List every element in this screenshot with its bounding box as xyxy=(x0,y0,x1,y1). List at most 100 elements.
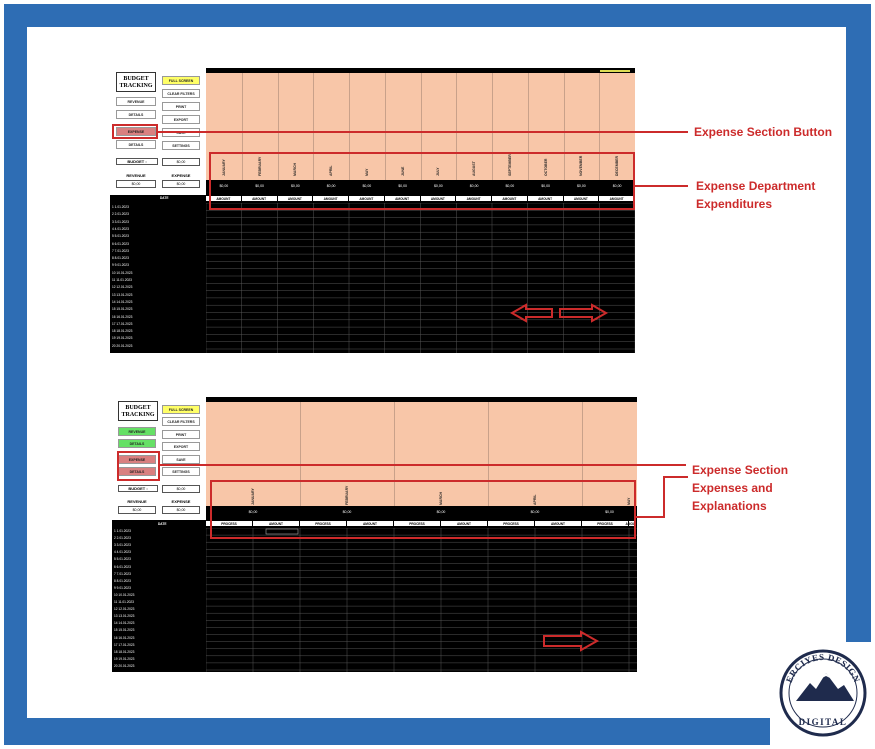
callout-line-departments xyxy=(635,185,688,187)
amount-filter-header[interactable]: AMOUNT xyxy=(563,196,600,201)
expense-label: EXPENSE xyxy=(171,499,191,504)
svg-text:DIGITAL: DIGITAL xyxy=(799,717,848,727)
month-divider xyxy=(563,73,565,180)
amount-filter-header[interactable]: AMOUNT xyxy=(384,196,421,201)
date-column-header: DATE xyxy=(158,522,167,526)
process-filter-header[interactable]: PROCESS xyxy=(488,521,535,526)
scroll-right-arrow-icon xyxy=(543,630,600,652)
date-row: 5 5.01.2023 xyxy=(114,557,131,562)
month-divider xyxy=(277,73,279,180)
revenue-button[interactable]: REVENUE xyxy=(116,97,156,106)
amount-filter-header[interactable]: AMOUNT xyxy=(347,521,394,526)
callout-bracket-bottom xyxy=(636,516,665,518)
month-total: $0,00 xyxy=(436,510,446,514)
date-row: 19 19.01.2023 xyxy=(112,336,133,341)
settings-button[interactable]: SETTINGS xyxy=(162,467,200,476)
date-row: 19 19.01.2023 xyxy=(114,656,135,661)
process-filter-header[interactable]: PROCESS xyxy=(206,521,253,526)
amount-filter-header[interactable]: AMOUNT xyxy=(625,521,637,526)
scrollbar[interactable] xyxy=(600,70,630,72)
export-button[interactable]: EXPORT xyxy=(162,442,200,451)
callout-bracket-top xyxy=(663,476,688,478)
data-grid[interactable] xyxy=(206,528,637,672)
process-filter-header[interactable]: PROCESS xyxy=(394,521,441,526)
process-filter-header[interactable]: PROCESS xyxy=(582,521,629,526)
month-divider xyxy=(599,73,601,180)
month-divider xyxy=(349,73,350,180)
month-total: $0,00 xyxy=(219,184,229,188)
amount-filter-header[interactable]: AMOUNT xyxy=(313,196,349,201)
date-row: 6 6.01.2023 xyxy=(112,241,129,246)
amount-filter-header[interactable]: AMOUNT xyxy=(241,196,278,201)
date-row: 3 3.01.2023 xyxy=(112,219,129,224)
amount-filter-header[interactable]: AMOUNT xyxy=(349,196,385,201)
data-grid[interactable] xyxy=(206,203,635,353)
month-total: $0,00 xyxy=(576,184,586,188)
date-row: 9 9.01.2023 xyxy=(112,263,129,268)
month-total: $0,00 xyxy=(469,184,479,188)
revenue-total: $0,00 xyxy=(118,506,156,514)
date-row: 1 1.01.2023 xyxy=(112,205,129,209)
date-row: 13 13.01.2023 xyxy=(114,614,135,619)
date-row: 7 7.01.2023 xyxy=(114,571,131,576)
date-row: 16 16.01.2023 xyxy=(114,635,135,640)
date-row: 18 18.01.2023 xyxy=(114,649,135,654)
clear-filters-button[interactable]: CLEAR FILTERS xyxy=(162,89,200,98)
budget-label: BUDGET : xyxy=(118,485,158,492)
month-divider xyxy=(313,73,315,180)
amount-filter-header[interactable]: AMOUNT xyxy=(492,196,528,201)
month-total: $0,00 xyxy=(342,510,352,514)
amount-filter-header[interactable]: AMOUNT xyxy=(253,521,300,526)
date-row: 10 10.01.2023 xyxy=(114,592,135,597)
amount-filter-header[interactable]: AMOUNT xyxy=(277,196,314,201)
date-row: 18 18.01.2023 xyxy=(112,329,133,334)
erciyes-design-logo: ERCIYES DESIGN DIGITAL xyxy=(779,649,867,737)
save-button[interactable]: SAVE xyxy=(162,455,200,464)
month-divider xyxy=(420,73,422,180)
date-row: 8 8.01.2023 xyxy=(114,578,131,583)
amount-filter-header[interactable]: AMOUNT xyxy=(420,196,457,201)
revenue-button[interactable]: REVENUE xyxy=(118,427,156,436)
export-button[interactable]: EXPORT xyxy=(162,115,200,124)
date-row: 15 15.01.2023 xyxy=(114,628,135,633)
month-total: $0,00 xyxy=(362,184,372,188)
callout-expense-section: Expense Section Expenses and Explanation… xyxy=(692,463,789,513)
date-row: 16 16.01.2023 xyxy=(112,314,133,319)
callout-expense-section-button: Expense Section Button xyxy=(694,125,833,139)
date-row: 8 8.01.2023 xyxy=(112,256,129,261)
month-divider xyxy=(527,73,529,180)
month-total: $0,00 xyxy=(605,510,614,514)
print-button[interactable]: PRINT xyxy=(162,430,200,439)
clear-filters-button[interactable]: CLEAR FILTERS xyxy=(162,417,200,426)
expense-label: EXPENSE xyxy=(171,173,191,178)
date-row: 9 9.01.2023 xyxy=(114,585,131,590)
amount-filter-header[interactable]: AMOUNT xyxy=(456,196,492,201)
date-row: 4 4.01.2023 xyxy=(112,226,129,231)
process-filter-header[interactable]: PROCESS xyxy=(300,521,347,526)
amount-filter-header[interactable]: AMOUNT xyxy=(206,196,242,201)
month-divider xyxy=(492,73,493,180)
callout-line-expense-section xyxy=(160,464,686,466)
budget-value: $0,00 xyxy=(162,158,200,166)
expense-details-button[interactable]: DETAILS xyxy=(116,140,156,149)
full-screen-button[interactable]: FULL SCREEN xyxy=(162,76,200,85)
print-button[interactable]: PRINT xyxy=(162,102,200,111)
spreadsheet-screenshot-expense-explanations: BUDGET TRACKING REVENUE DETAILS EXPENSE … xyxy=(112,397,637,672)
expense-button[interactable]: EXPENSE xyxy=(116,127,156,136)
amount-filter-header[interactable]: AMOUNT xyxy=(527,196,564,201)
month-total: $0,00 xyxy=(612,184,622,188)
amount-filter-header[interactable]: AMOUNT xyxy=(535,521,582,526)
date-row: 3 3.01.2023 xyxy=(114,543,131,548)
month-total: $0,00 xyxy=(433,184,443,188)
revenue-details-button[interactable]: DETAILS xyxy=(116,110,156,119)
revenue-details-button[interactable]: DETAILS xyxy=(118,439,156,448)
month-divider xyxy=(300,402,301,506)
month-total: $0,00 xyxy=(530,510,540,514)
date-row: 11 11.01.2023 xyxy=(114,600,134,604)
amount-filter-header[interactable]: AMOUNT xyxy=(441,521,488,526)
full-screen-button[interactable]: FULL SCREEN xyxy=(162,405,200,414)
settings-button[interactable]: SETTINGS xyxy=(162,141,200,150)
expense-explanations-highlight xyxy=(210,480,636,539)
expense-departments-highlight xyxy=(209,152,635,210)
month-total: $0,00 xyxy=(290,184,300,188)
